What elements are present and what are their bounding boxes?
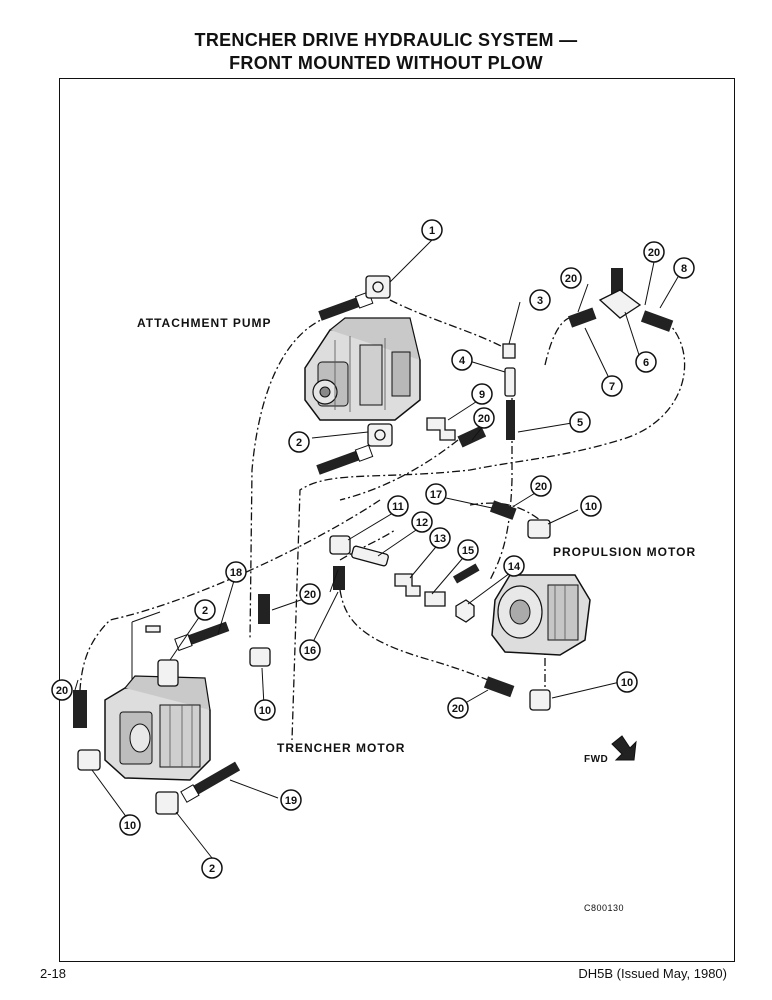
diagram-title-line1: TRENCHER DRIVE HYDRAULIC SYSTEM — bbox=[194, 30, 578, 50]
publication-info: DH5B (Issued May, 1980) bbox=[578, 966, 727, 981]
callout-12: 12 bbox=[416, 517, 428, 529]
attachment-pump-label: ATTACHMENT PUMP bbox=[137, 316, 272, 330]
callout-9: 9 bbox=[479, 389, 485, 401]
callout-20-a: 20 bbox=[648, 247, 660, 259]
fittings bbox=[77, 275, 642, 815]
callout-3: 3 bbox=[537, 295, 543, 307]
callout-11: 11 bbox=[392, 501, 404, 513]
callout-20-d: 20 bbox=[535, 481, 547, 493]
trencher-motor bbox=[104, 675, 211, 781]
callout-20-g: 20 bbox=[56, 685, 68, 697]
callout-15: 15 bbox=[462, 545, 474, 557]
callout-10-propulsion-bottom: 10 bbox=[621, 677, 633, 689]
callout-20-c: 20 bbox=[478, 413, 490, 425]
diagram-title-line2: FRONT MOUNTED WITHOUT PLOW bbox=[229, 53, 543, 73]
fwd-arrow-icon bbox=[611, 735, 637, 761]
callout-17: 17 bbox=[430, 489, 442, 501]
callout-16: 16 bbox=[304, 645, 316, 657]
callout-numbers: 1 2 2 2 3 4 5 6 7 8 9 10 10 10 10 11 12 … bbox=[56, 225, 687, 875]
callout-6: 6 bbox=[643, 357, 649, 369]
callout-19: 19 bbox=[285, 795, 297, 807]
callout-1: 1 bbox=[429, 225, 435, 237]
callout-4: 4 bbox=[459, 355, 466, 367]
propulsion-motor-label: PROPULSION MOTOR bbox=[553, 545, 696, 559]
fwd-label: FWD bbox=[584, 754, 608, 765]
attachment-pump bbox=[304, 317, 421, 421]
page-number: 2-18 bbox=[40, 966, 67, 981]
callout-circles bbox=[51, 219, 695, 879]
callout-8: 8 bbox=[681, 263, 687, 275]
callout-14: 14 bbox=[508, 561, 521, 573]
callout-5: 5 bbox=[577, 417, 583, 429]
callout-20-f: 20 bbox=[452, 703, 464, 715]
trencher-motor-label: TRENCHER MOTOR bbox=[277, 741, 405, 755]
callout-2-trencher: 2 bbox=[202, 605, 208, 617]
callout-10-left: 10 bbox=[124, 820, 136, 832]
callout-13: 13 bbox=[434, 533, 446, 545]
drawing-code: C800130 bbox=[584, 903, 624, 913]
callout-20-e: 20 bbox=[304, 589, 316, 601]
callout-2-pump: 2 bbox=[296, 437, 302, 449]
callout-10-trencher: 10 bbox=[259, 705, 271, 717]
callout-20-b: 20 bbox=[565, 273, 577, 285]
callout-2-bottom: 2 bbox=[209, 863, 215, 875]
callout-10-propulsion-top: 10 bbox=[585, 501, 597, 513]
propulsion-motor bbox=[491, 574, 591, 656]
callout-7: 7 bbox=[609, 381, 615, 393]
diagram-frame bbox=[59, 78, 735, 962]
callout-18: 18 bbox=[230, 567, 242, 579]
